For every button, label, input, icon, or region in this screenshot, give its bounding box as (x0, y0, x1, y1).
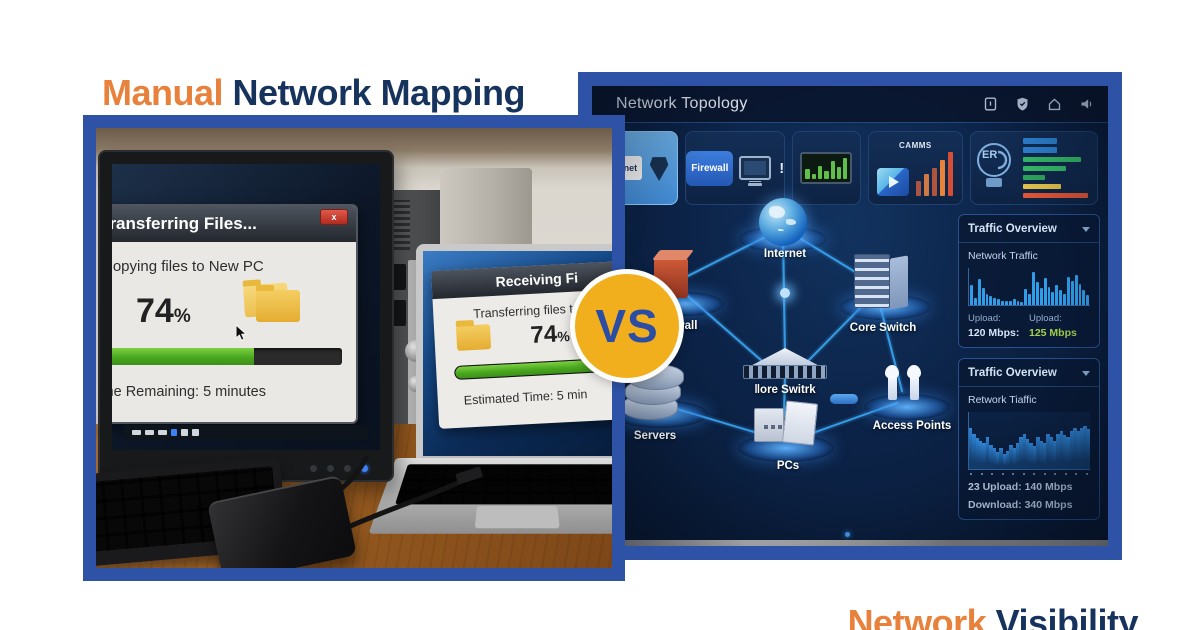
download-line: Download: 340 Mbps (968, 499, 1073, 511)
monitor-bezel-buttons (310, 465, 368, 472)
toolbar-tile-traffic-chart[interactable] (792, 131, 861, 205)
card-title: Traffic Overview (968, 367, 1057, 379)
node-label-access-points: Access Points (872, 420, 952, 432)
file-transfer-photo: Receiving Fi Transferring files t 74% Es… (96, 128, 612, 568)
card-header[interactable]: Traffic Overview (968, 223, 1090, 235)
device-toolbar: ernet Firewall ! CAMMS (602, 131, 1098, 205)
headline-accent: Network (847, 602, 987, 630)
monitor-icon (739, 156, 772, 186)
monitor-screen: Transferring Files... x Copying files to… (112, 164, 380, 450)
vs-label: VS (595, 300, 659, 352)
headline-rest: Network Mapping (223, 72, 526, 113)
headline-rest: Visibility (986, 602, 1139, 630)
headline-accent: Manual (102, 72, 224, 113)
monitor-power-led (844, 532, 850, 537)
home-icon[interactable] (1047, 96, 1062, 112)
chart-axis-ticks (968, 470, 1090, 475)
laptop-trackpad (474, 505, 560, 529)
progress-percent: 74% (136, 292, 191, 330)
chevron-down-icon[interactable] (1082, 226, 1090, 232)
node-label-core-switch: Core Switch (849, 322, 917, 334)
node-label-servers: Servers (633, 430, 677, 442)
uplink-capsule-icon (830, 394, 858, 404)
header-icon-group (983, 96, 1094, 112)
access-point-icon (885, 365, 899, 400)
monitor-bottom-bezel (592, 540, 1108, 546)
node-label-internet: Internet (763, 248, 807, 260)
dashboard-title: Network Topology (616, 95, 748, 112)
laptop: Receiving Fi Transferring files t 74% Es… (368, 244, 612, 560)
pcs-icon (750, 400, 820, 446)
headline-manual-network-mapping: Manual Network Mapping (64, 30, 526, 156)
progress-percent: 74% (529, 320, 571, 349)
status-chip-labels (1022, 138, 1097, 153)
green-bar-chart-icon (800, 152, 853, 184)
folder-icon (256, 285, 300, 322)
dialog-title: Transferring Files... (112, 214, 257, 233)
vs-badge: VS (570, 269, 684, 383)
stat-value-green: 125 Mbps (1029, 327, 1077, 339)
traffic-overview-card-1: Traffic Overview Network Traffic Upload:… (958, 214, 1100, 348)
network-traffic-label: Network Traffic (968, 250, 1038, 262)
alert-exclamation-icon: ! (779, 159, 785, 177)
orange-bar-chart-icon (916, 151, 954, 196)
traffic-area-chart (968, 412, 1090, 470)
toolbar-tile-insights[interactable]: ER (969, 131, 1098, 205)
location-pin-icon (649, 157, 669, 181)
traffic-label: Retwork Tiaffic (968, 394, 1037, 406)
camms-label: CAMMS (899, 140, 932, 150)
folder-icon (455, 324, 492, 351)
node-label-mid-switch: ǁore Switrk (754, 384, 816, 396)
laptop-keys (395, 464, 612, 505)
link-junction-glow (780, 288, 790, 298)
card-header[interactable]: Traffic Overview (968, 367, 1090, 379)
status-bars-chart (1022, 157, 1097, 198)
access-point-icon (907, 365, 921, 400)
upload-stat-right: Upload: 125 Mbps (1029, 313, 1090, 339)
server-rack-icon (854, 254, 910, 310)
cube-play-icon (877, 167, 910, 196)
headline-network-visibility: Network Visibility (810, 560, 1139, 630)
power-led (361, 465, 368, 472)
switch-icon (737, 348, 833, 382)
shield-icon[interactable] (1015, 96, 1030, 112)
toolbar-tile-camms[interactable]: CAMMS (867, 131, 963, 205)
time-remaining-text: Time Remaining: 5 minutes (112, 384, 266, 400)
stat-label: Upload: (968, 313, 1001, 324)
close-button[interactable]: x (320, 209, 348, 225)
upload-line: 23 Upload: 140 Mbps (968, 481, 1073, 493)
progress-bar (112, 348, 342, 365)
desktop-monitor: Transferring Files... x Copying files to… (98, 150, 394, 482)
camms-tile-content: CAMMS (877, 140, 954, 196)
manual-mapping-panel: Receiving Fi Transferring files t 74% Es… (83, 115, 625, 581)
node-label-pcs: PCs (776, 460, 800, 472)
firewall-chip-label: Firewall (686, 150, 734, 186)
toolbar-tile-firewall[interactable]: Firewall ! (685, 131, 786, 205)
lightbulb-text: ER (981, 148, 998, 161)
dialog-subtitle: Copying files to New PC (112, 258, 264, 275)
monitor-taskbar (124, 425, 368, 440)
mouse-cursor-icon (234, 323, 249, 347)
estimated-time-text: Estimated Time: 5 min (463, 387, 588, 408)
chevron-down-icon[interactable] (1082, 370, 1090, 376)
stat-value: 120 Mbps: (968, 327, 1020, 339)
traffic-sidebar: Traffic Overview Network Traffic Upload:… (958, 214, 1100, 520)
notification-icon[interactable] (983, 96, 998, 112)
traffic-overview-card-2: Traffic Overview Retwork Tiaffic 23 Uplo… (958, 358, 1100, 520)
stat-label: Upload: (1029, 313, 1062, 324)
globe-icon (759, 198, 807, 246)
laptop-keyboard-deck (368, 458, 612, 534)
dashboard-header: Network Topology (592, 86, 1108, 123)
card-title: Traffic Overview (968, 223, 1057, 235)
transferring-files-dialog: Transferring Files... x Copying files to… (112, 204, 358, 424)
network-traffic-bar-chart (968, 268, 1090, 306)
dialog-title-bar: Transferring Files... x (112, 206, 356, 242)
network-visibility-panel: Network Topology ernet Firewall ! (578, 72, 1122, 560)
laptop-screen: Receiving Fi Transferring files t 74% Es… (416, 244, 612, 460)
upload-stat-left: Upload: 120 Mbps: (968, 313, 1029, 339)
speaker-icon[interactable] (1079, 96, 1094, 112)
lightbulb-icon: ER (971, 139, 1017, 198)
